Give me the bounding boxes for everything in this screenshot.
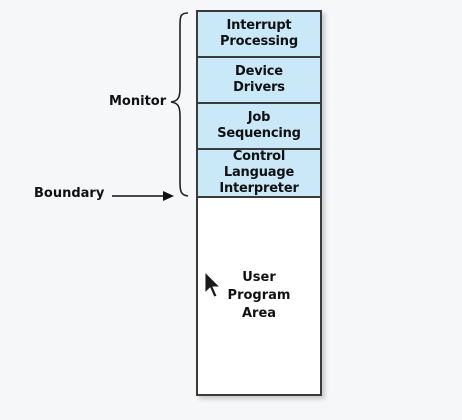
job-sequencing-segment: Job Sequencing xyxy=(198,104,320,150)
boundary-label: Boundary xyxy=(34,186,105,201)
right-arrow-icon xyxy=(112,191,174,201)
segment-label: Job Sequencing xyxy=(217,110,301,141)
monitor-label: Monitor xyxy=(109,94,167,109)
segment-label: Device Drivers xyxy=(233,64,285,95)
control-language-interpreter-segment: Control Language Interpreter xyxy=(198,149,320,198)
segment-label: Control Language Interpreter xyxy=(219,149,299,196)
segment-label: Interrupt Processing xyxy=(220,18,298,49)
device-drivers-segment: Device Drivers xyxy=(198,58,320,104)
left-brace-icon xyxy=(170,12,189,197)
user-program-area: User Program Area xyxy=(227,270,291,321)
interrupt-processing-segment: Interrupt Processing xyxy=(198,12,320,58)
memory-layout-column: Interrupt Processing Device Drivers Job … xyxy=(196,10,322,396)
